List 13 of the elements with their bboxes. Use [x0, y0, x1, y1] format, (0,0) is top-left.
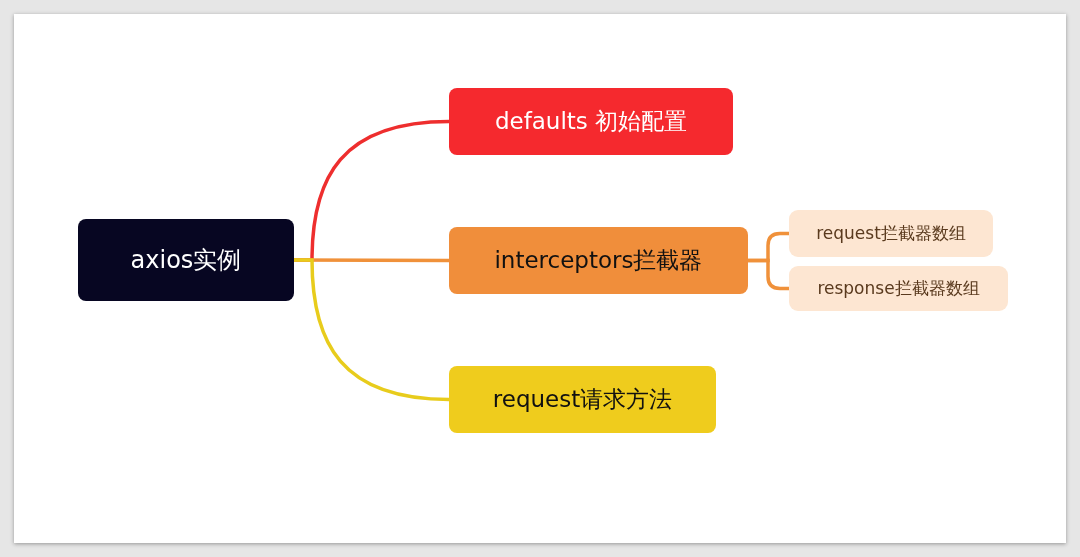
- topic-label: request拦截器数组: [816, 222, 966, 245]
- topic-label: request请求方法: [492, 385, 673, 414]
- subtopic-box: [789, 266, 1008, 311]
- topic-label: axios实例: [130, 245, 242, 276]
- topic-label: interceptors拦截器: [494, 246, 703, 275]
- root-topic-box: [78, 219, 294, 301]
- branch-line: [294, 258, 450, 402]
- topic-label: response拦截器数组: [817, 277, 980, 300]
- subtopic-box: [789, 210, 993, 257]
- topic-box: [449, 366, 716, 433]
- topic-box: [449, 227, 748, 294]
- topic-label: defaults 初始配置: [494, 107, 688, 136]
- topic-box: [449, 88, 733, 155]
